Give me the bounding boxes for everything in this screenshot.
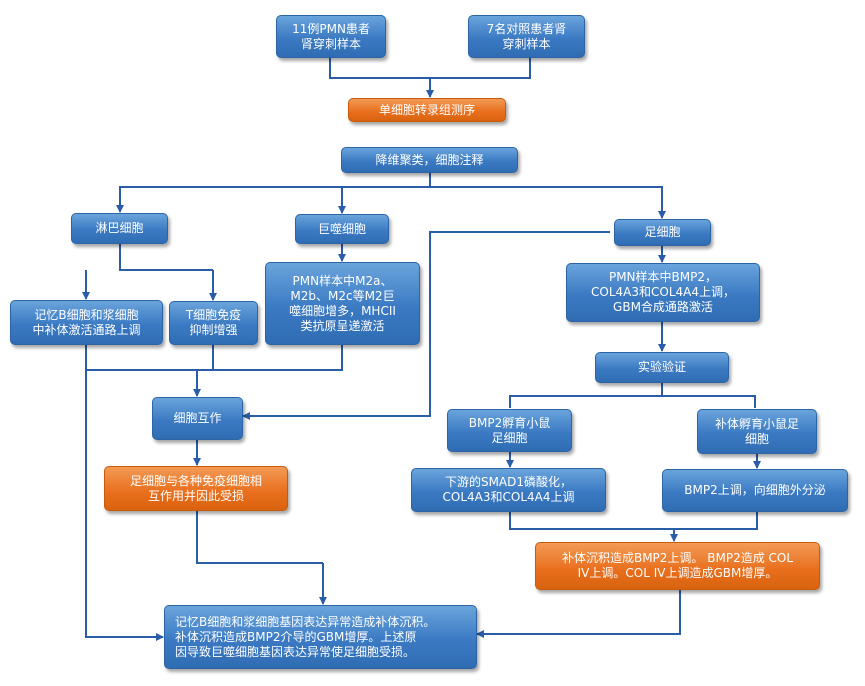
connector [196, 511, 323, 564]
cell-interaction-box: 细胞互作 [152, 397, 243, 440]
validation-box: 实验验证 [595, 352, 729, 383]
complement-mice-box: 补体孵育小鼠足 细胞 [697, 409, 817, 454]
podocyte-finding-box: PMN样本中BMP2， COL4A3和COL4A4上调， GBM合成通路激活 [566, 263, 760, 322]
connector [509, 383, 663, 408]
arrow [476, 590, 681, 638]
pmn-samples-box: 11例PMN患者 肾穿刺样本 [276, 15, 386, 58]
bmp2-secretion-box: BMP2上调，向细胞外分泌 [662, 469, 848, 512]
connector [329, 58, 531, 79]
clustering-box: 降维聚类，细胞注释 [341, 147, 518, 173]
scrna-seq-box: 单细胞转录组测序 [348, 98, 506, 122]
connector [119, 173, 431, 212]
arrow [242, 231, 610, 420]
t-cell-box: T细胞免疫 抑制增强 [169, 301, 258, 345]
connector [119, 244, 213, 271]
bmp2-mice-box: BMP2孵育小鼠 足细胞 [447, 409, 572, 452]
podocytes-box: 足细胞 [614, 219, 711, 246]
conclusion-box: 记忆B细胞和浆细胞基因表达异常造成补体沉积。 补体沉积造成BMP2介导的GBM增… [164, 605, 477, 669]
lymphocytes-box: 淋巴细胞 [71, 213, 168, 244]
smad1-box: 下游的SMAD1磷酸化， COL4A3和COL4A4上调 [411, 468, 606, 512]
connector [430, 186, 663, 218]
control-samples-box: 7名对照患者肾 穿刺样本 [468, 15, 585, 58]
memory-b-plasma-box: 记忆B细胞和浆细胞 中补体激活通路上调 [10, 300, 163, 345]
podocyte-immune-damage-box: 足细胞与各种免疫细胞相 互作用并因此受损 [104, 466, 288, 511]
complement-bmp2-box: 补体沉积造成BMP2上调。 BMP2造成 COL IV上调。COL IV上调造成… [535, 542, 820, 590]
connector [509, 512, 758, 530]
macrophages-box: 巨噬细胞 [295, 214, 389, 244]
connector [662, 395, 756, 408]
macrophage-finding-box: PMN样本中M2a、 M2b、M2c等M2巨 噬细胞增多，MHCII 类抗原呈递… [265, 262, 420, 345]
arrow [85, 368, 164, 641]
